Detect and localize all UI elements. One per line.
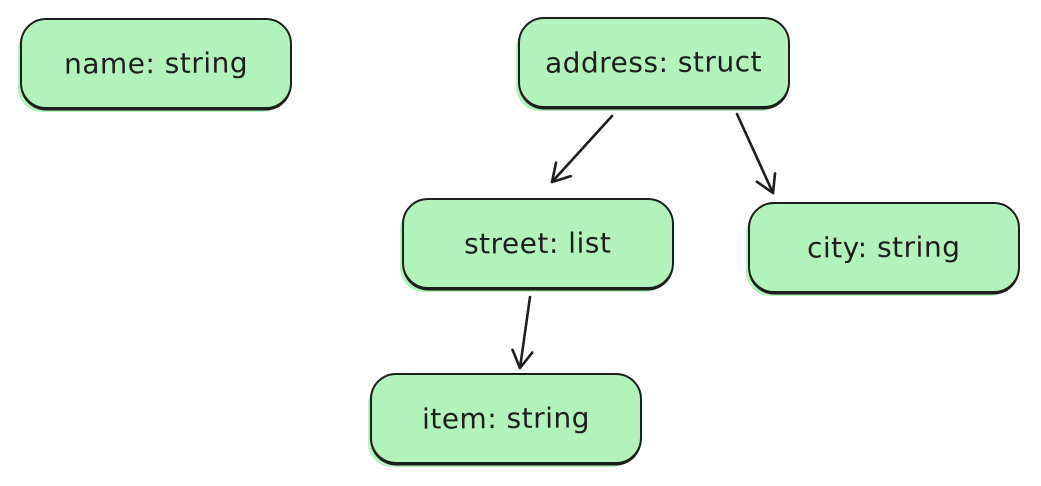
edge-address-city-arrow <box>735 112 777 195</box>
node-name-label: name: string <box>63 46 249 81</box>
node-name: name: string <box>20 18 292 109</box>
node-city: city: string <box>748 202 1020 293</box>
node-city-label: city: string <box>807 230 961 265</box>
node-address-label: address: struct <box>545 45 763 80</box>
node-street: street: list <box>402 198 674 289</box>
node-address: address: struct <box>518 17 790 108</box>
node-item: item: string <box>370 373 642 464</box>
edge-street-item-arrow <box>511 295 534 370</box>
node-item-label: item: string <box>421 401 591 436</box>
node-street-label: street: list <box>464 226 612 261</box>
edge-address-street-arrow <box>550 114 614 184</box>
